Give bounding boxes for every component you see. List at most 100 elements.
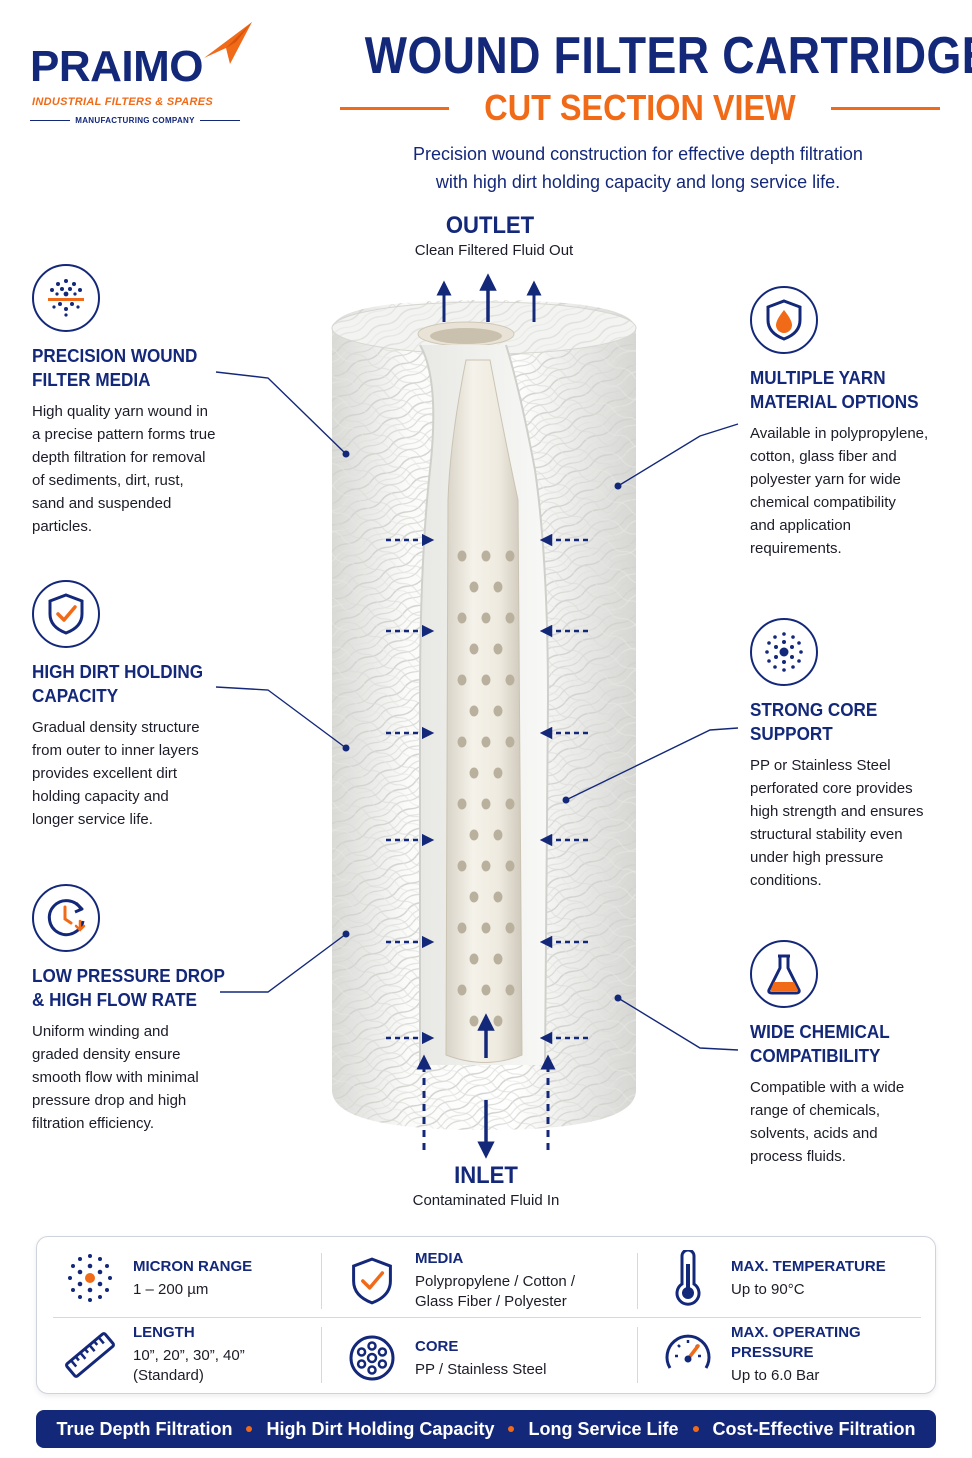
spec-title: MICRON RANGE bbox=[133, 1257, 253, 1275]
ruler-icon bbox=[65, 1331, 115, 1378]
feature-description: PP or Stainless Steel perforated core pr… bbox=[750, 757, 924, 889]
brand-logo: PRAIMO INDUSTRIAL FILTERS & SPARES MANUF… bbox=[28, 18, 268, 138]
shield-check-icon bbox=[48, 593, 84, 635]
core-hole bbox=[505, 798, 515, 810]
core-hole bbox=[493, 581, 503, 593]
spec-max-temperature: MAX. TEMPERATURE Up to 90°C bbox=[659, 1249, 886, 1307]
spec-title: MEDIA bbox=[415, 1250, 464, 1267]
spec-length: LENGTH 10”, 20”, 30”, 40” (Standard) bbox=[61, 1323, 245, 1386]
core-hole bbox=[469, 829, 479, 841]
core-hole bbox=[505, 736, 515, 748]
gauge-icon bbox=[665, 1334, 711, 1369]
cartridge-illustration bbox=[215, 273, 739, 1159]
core-hole bbox=[481, 736, 491, 748]
divider bbox=[199, 120, 241, 121]
core-hole bbox=[457, 922, 467, 934]
bullet-dot bbox=[508, 1426, 515, 1432]
banner-item: Cost-Effective Filtration bbox=[712, 1418, 916, 1439]
core-hole bbox=[469, 767, 479, 779]
core-hole bbox=[481, 612, 491, 624]
spec-value: Polypropylene / Cotton / Glass Fiber / P… bbox=[415, 1273, 576, 1310]
core-hole bbox=[481, 922, 491, 934]
core-hole bbox=[469, 705, 479, 717]
feature-chemical-compatibility: WIDE CHEMICAL COMPATIBILITY Compatible w… bbox=[750, 940, 970, 1168]
core-hole bbox=[457, 798, 467, 810]
core-hole bbox=[493, 643, 503, 655]
divider bbox=[340, 106, 449, 110]
brand-swoosh-icon bbox=[204, 22, 252, 64]
spec-core: CORE PP / Stainless Steel bbox=[343, 1329, 546, 1387]
core-hole bbox=[481, 860, 491, 872]
spec-value: PP / Stainless Steel bbox=[415, 1360, 547, 1378]
core-hole bbox=[469, 953, 479, 965]
feature-core-support: STRONG CORE SUPPORT PP or Stainless Stee… bbox=[750, 618, 970, 892]
droplet-shield-icon bbox=[766, 299, 802, 341]
core-hole bbox=[481, 674, 491, 686]
spec-title: CORE bbox=[415, 1337, 459, 1355]
page-subtitle: CUT SECTION VIEW bbox=[484, 87, 796, 128]
core-hole bbox=[457, 860, 467, 872]
core-hole bbox=[493, 829, 503, 841]
divider bbox=[831, 106, 940, 110]
feature-precision-wound: PRECISION WOUND FILTER MEDIA High qualit… bbox=[32, 264, 252, 538]
spec-value: Up to 6.0 Bar bbox=[731, 1367, 820, 1384]
feature-description: High quality yarn wound in a precise pat… bbox=[32, 403, 216, 535]
core-hole bbox=[493, 705, 503, 717]
core-hole bbox=[493, 767, 503, 779]
divider bbox=[637, 1253, 638, 1309]
feature-title: STRONG CORE SUPPORT bbox=[750, 700, 878, 744]
core-hole bbox=[481, 550, 491, 562]
filter-media-icon bbox=[48, 279, 84, 317]
feature-low-pressure-drop: LOW PRESSURE DROP & HIGH FLOW RATE Unifo… bbox=[32, 884, 252, 1135]
clock-flow-icon bbox=[47, 899, 86, 937]
inlet-subtitle: Contaminated Fluid In bbox=[412, 1192, 560, 1209]
shield-check-icon bbox=[352, 1257, 392, 1304]
feature-title: LOW PRESSURE DROP & HIGH FLOW RATE bbox=[32, 966, 225, 1010]
brand-subline: MANUFACTURING COMPANY bbox=[75, 116, 195, 125]
core-hole bbox=[505, 612, 515, 624]
core-hole bbox=[481, 798, 491, 810]
micron-dots-icon bbox=[68, 1254, 112, 1302]
spec-table: MICRON RANGE 1 – 200 µm MEDIA Polypropyl… bbox=[36, 1236, 936, 1394]
core-hole bbox=[457, 550, 467, 562]
radial-flow-arrows bbox=[386, 533, 588, 1045]
core-hole bbox=[469, 891, 479, 903]
feature-title: WIDE CHEMICAL COMPATIBILITY bbox=[750, 1022, 890, 1066]
spec-title: MAX. OPERATING PRESSURE bbox=[731, 1324, 861, 1361]
core-hole bbox=[481, 984, 491, 996]
core-hole bbox=[457, 984, 467, 996]
divider bbox=[321, 1253, 322, 1309]
core-hole bbox=[469, 1015, 479, 1027]
core-hole bbox=[493, 891, 503, 903]
bullet-dot bbox=[246, 1426, 253, 1432]
spec-media: MEDIA Polypropylene / Cotton / Glass Fib… bbox=[343, 1249, 575, 1312]
flask-icon bbox=[767, 954, 801, 995]
core-dots-icon bbox=[765, 632, 803, 672]
spec-value: 10”, 20”, 30”, 40” (Standard) bbox=[133, 1347, 245, 1384]
core-hole bbox=[457, 674, 467, 686]
core-perforations bbox=[457, 550, 515, 1027]
spec-micron-range: MICRON RANGE 1 – 200 µm bbox=[61, 1249, 252, 1307]
banner-item: High Dirt Holding Capacity bbox=[266, 1418, 495, 1439]
feature-dirt-holding: HIGH DIRT HOLDING CAPACITY Gradual densi… bbox=[32, 580, 252, 831]
bullet-dot bbox=[692, 1426, 699, 1432]
feature-yarn-options: MULTIPLE YARN MATERIAL OPTIONS Available… bbox=[750, 286, 970, 560]
feature-description: Compatible with a wide range of chemical… bbox=[750, 1079, 905, 1165]
core-holes-icon bbox=[349, 1335, 395, 1381]
core-hole bbox=[469, 581, 479, 593]
core-hole bbox=[493, 953, 503, 965]
divider bbox=[30, 120, 71, 121]
core-hole bbox=[457, 736, 467, 748]
spec-max-pressure: MAX. OPERATING PRESSURE Up to 6.0 Bar bbox=[659, 1323, 861, 1386]
subtitle-row: CUT SECTION VIEW bbox=[340, 87, 940, 128]
benefits-banner: True Depth Filtration High Dirt Holding … bbox=[36, 1410, 936, 1448]
inlet-title: INLET bbox=[454, 1162, 518, 1189]
feature-title: MULTIPLE YARN MATERIAL OPTIONS bbox=[750, 368, 919, 412]
brand-name: PRAIMO bbox=[30, 42, 204, 91]
core-hole bbox=[505, 984, 515, 996]
banner-item: Long Service Life bbox=[528, 1418, 679, 1439]
brand-tagline: INDUSTRIAL FILTERS & SPARES bbox=[32, 96, 214, 108]
outlet-title: OUTLET bbox=[445, 212, 535, 239]
feature-title: PRECISION WOUND FILTER MEDIA bbox=[32, 346, 198, 390]
spec-title: LENGTH bbox=[133, 1324, 195, 1341]
